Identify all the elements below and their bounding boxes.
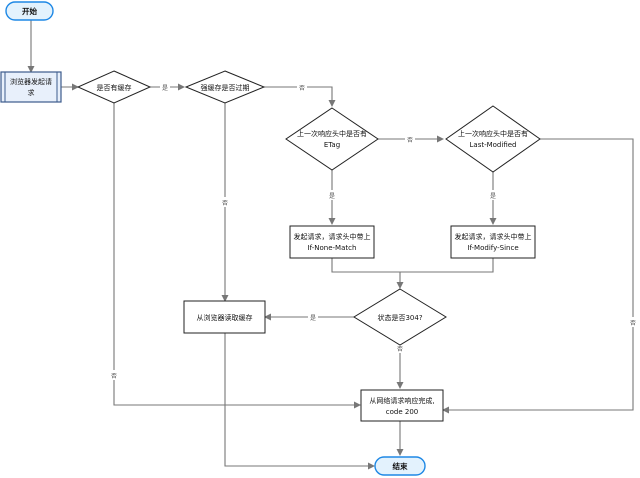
read-browser-cache-label: 从浏览器读取缓存 [197,313,253,322]
etag-check-label-line1: 上一次响应头中是否有 [297,129,367,138]
has-cache-decision[interactable]: 是否有缓存 [76,70,152,104]
strong-cache-expired-decision[interactable]: 强缓存是否过期 [184,70,266,104]
start-label: 开始 [22,6,37,16]
last-modified-check-label-line2: Last-Modified [470,141,517,149]
edge-label-etag-no: 否 [407,137,413,144]
edge-labels: 是 否 否 是 是 否 否 否 是 否 [109,82,638,380]
if-none-match-label-line1: 发起请求，请求头中带上 [294,232,371,241]
browser-request-node[interactable]: 浏览器发起请 求 [0,71,62,103]
last-modified-check-decision[interactable]: 上一次响应头中是否有 Last-Modified [445,105,541,173]
edge-has-cache-no [113,103,361,409]
edge-label-304-no: 否 [397,346,403,353]
if-none-match-label-line2: If-None-Match [308,244,357,252]
edge-strong-cache-yes [264,86,336,107]
browser-request-label-line1: 浏览器发起请 [10,77,52,86]
edge-label-strong-cache-no: 否 [222,200,228,207]
edge-label-has-cache-yes: 是 [162,85,168,92]
start-node[interactable]: 开始 [5,1,54,21]
edge-label-strong-cache-yes: 否 [299,85,305,92]
edge-if-modify-since-to-304 [400,258,494,273]
strong-cache-expired-label: 强缓存是否过期 [201,83,250,92]
status-304-label: 状态是否304? [377,313,422,322]
edge-if-none-match-to-304 [331,258,404,289]
edge-label-last-modified-no: 否 [630,320,636,327]
if-none-match-node[interactable]: 发起请求，请求头中带上 If-None-Match [289,225,375,259]
end-node[interactable]: 结束 [374,456,426,476]
if-modify-since-label-line1: 发起请求，请求头中带上 [455,232,532,241]
etag-check-decision[interactable]: 上一次响应头中是否有 ETag [285,107,379,171]
last-modified-check-label-line1: 上一次响应头中是否有 [458,129,528,138]
if-modify-since-label-line2: If-Modify-Since [467,244,518,252]
edge-label-304-yes: 是 [310,315,316,322]
edge-label-etag-yes: 是 [329,193,335,200]
network-response-label-line1: 从网络请求响应完成, [369,396,434,405]
has-cache-label: 是否有缓存 [97,83,132,92]
network-response-label-line2: code 200 [386,408,418,416]
edge-last-modified-no [442,138,634,414]
edge-read-cache-to-end [224,333,375,470]
etag-check-label-line2: ETag [324,141,340,149]
end-label: 结束 [393,461,408,471]
network-response-node[interactable]: 从网络请求响应完成, code 200 [360,389,444,422]
edge-label-has-cache-no: 否 [111,373,117,380]
edge-label-last-modified-yes: 是 [490,193,496,200]
status-304-decision[interactable]: 状态是否304? [353,288,447,346]
if-modify-since-node[interactable]: 发起请求，请求头中带上 If-Modify-Since [450,225,536,259]
browser-request-label-line2: 求 [28,88,35,97]
read-browser-cache-node[interactable]: 从浏览器读取缓存 [183,300,266,334]
